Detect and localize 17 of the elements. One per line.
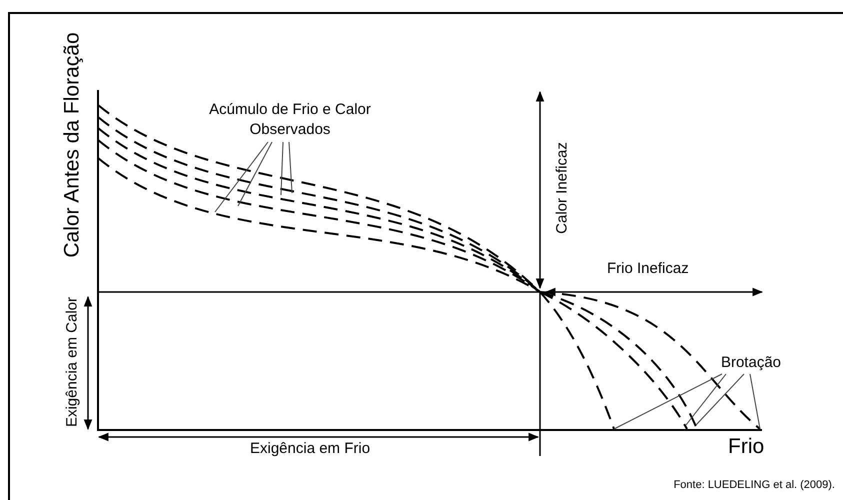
dimension-label: Calor Ineficaz (554, 142, 570, 234)
leader-line (288, 142, 292, 194)
axis-label: Frio (728, 434, 764, 460)
leader-line (696, 374, 744, 426)
leader-line (750, 374, 760, 430)
dimension-label: Exigência em Frio (250, 440, 370, 459)
leader-line (214, 142, 268, 212)
leader-line (238, 142, 272, 206)
leader-line (280, 142, 284, 196)
callout-text: Acúmulo de Frio e Calor Observados (208, 100, 372, 140)
callout-text: Brotação (720, 353, 782, 373)
axis-label: Calor Antes da Floração (62, 32, 82, 258)
dimension-label: Frio Ineficaz (607, 260, 689, 279)
leader-line (614, 374, 722, 430)
source-note: Fonte: LUEDELING et al. (2009). (674, 479, 835, 493)
dimension-label: Exigência em Calor (64, 296, 80, 428)
leader-line (686, 374, 726, 426)
